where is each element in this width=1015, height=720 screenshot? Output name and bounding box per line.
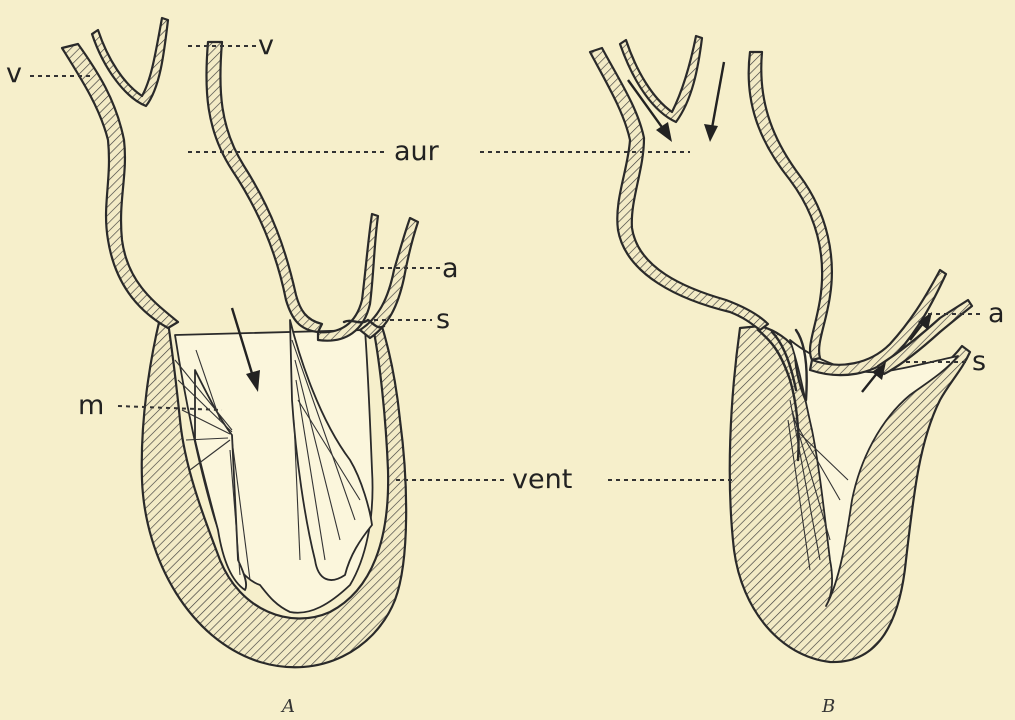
- figure-b-auricle-wall-right: [749, 52, 832, 360]
- label-v-left: v: [6, 58, 22, 89]
- label-v-top: v: [258, 30, 274, 61]
- figure-b-flow-arrow-down-2: [704, 62, 724, 142]
- label-s-right: s: [972, 346, 986, 377]
- caption-figure-b: B: [821, 696, 835, 717]
- label-aur: aur: [394, 136, 440, 167]
- figure-b-auricle-wall-left: [590, 48, 768, 330]
- label-s-left: s: [436, 304, 450, 335]
- label-a-left: a: [442, 253, 459, 284]
- label-m: m: [78, 390, 104, 421]
- figure-a-heart: [62, 18, 418, 667]
- figure-b-heart: [590, 36, 972, 662]
- figure-a-auricle-wall-right: [206, 42, 322, 332]
- label-vent: vent: [512, 464, 572, 495]
- caption-figure-a: A: [280, 696, 295, 717]
- label-a-right: a: [988, 298, 1005, 329]
